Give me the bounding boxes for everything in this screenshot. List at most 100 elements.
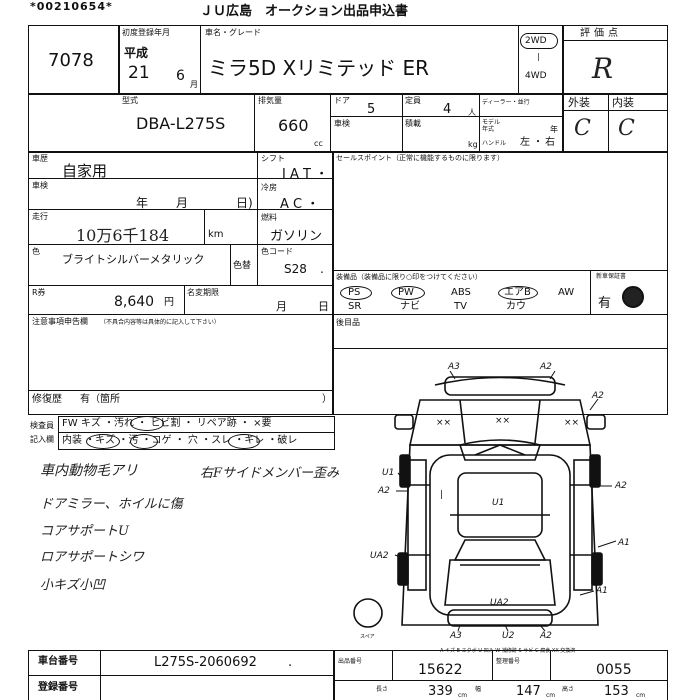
circle-interior-dirt [130,434,158,449]
drive-2wd: 2WD [525,36,547,46]
loading-unit: kg [468,140,478,149]
car-damage-diagram: A3 A2 A2 ×× ×× ×× U1 A2 | U1 A2 UA2 A1 A… [353,362,630,641]
registration-label: 登録番号 [38,682,78,693]
use-type-label: 車歴 [32,154,48,163]
circle-interior-scratch [86,434,120,449]
rear-seat-label: 後目品 [336,318,360,327]
mark-u1-center: U1 [492,498,504,508]
length-value: 339 [428,684,453,699]
inspection-day: 日) [236,196,253,210]
width-unit: cm [546,692,556,699]
equip-aw: AW [558,287,575,298]
mark-xx-center: ×× [495,416,510,426]
mark-a1-right-lower: A1 [595,586,608,596]
evaluation-score: R [592,52,614,85]
notes-label: 注意事項申告欄 [32,317,88,326]
entry-number: 7078 [48,50,94,71]
model-year-unit: 年 [550,125,558,134]
inspector-row2: 内装 ・キズ ・汚 ・コゲ ・ 穴 ・スレ ・キレ ・破レ [62,435,298,446]
color-code-label: 色コード [261,247,293,256]
katashiki-label: 型式 [122,96,138,105]
inspection-month: 月 [176,196,189,210]
mark-xx-right: ×× [564,418,579,428]
equip-airbag: エアB [504,287,531,298]
handle-label: ハンドル [482,140,507,147]
shift-value: I A T ・ [282,167,329,182]
notes-hint: （不具合内容等は具体的に記入して下さい） [100,319,220,326]
mark-a3-front-left: A3 [447,362,460,372]
warranty-check-mark [622,286,644,308]
color-value: ブライトシルバーメタリック [62,253,222,267]
drive-4wd: 4WD [525,71,547,81]
first-registration-month: 6 [176,68,185,84]
capacity-value: 4 [443,102,452,117]
displacement-value: 660 [278,116,309,135]
mileage-unit: km [208,229,224,240]
mileage-value: 10万6千184 [76,226,170,245]
equip-pw-circle [391,286,425,300]
equip-pw: PW [398,287,414,298]
model-name-value: ミラ5D Xリミテッド ER [208,56,430,80]
loading-label: 積載 [405,119,421,128]
circle-stain [130,416,164,431]
inspector-label-1: 検査員 [30,421,54,430]
chassis-value: L275S-2060692 [154,655,257,670]
equip-ps-circle [340,286,372,300]
color-label: 色 [32,247,40,256]
equip-sr: SR [348,301,362,312]
recycle-unit: 円 [164,297,174,308]
exhibit-number-label: 出品番号 [338,658,363,665]
mark-ua2-bottom: UA2 [490,598,509,608]
color-value-text: ブライトシルバーメタリック [62,253,205,266]
width-label: 幅 [475,686,482,693]
note-animal-hair: 車内動物毛アリ [40,463,138,479]
recycle-label: R券 [32,288,46,297]
first-registration-year: 21 [128,63,150,83]
height-unit: cm [636,692,646,699]
first-registration-label: 初度登録年月 [122,28,170,37]
repair-history-label: 修復歴 [32,394,62,405]
equip-airbag-circle [498,286,538,300]
doors-label: ドア [334,96,350,105]
equipment-row2: SR ナビ TV カウ [336,301,586,313]
height-value: 153 [604,684,629,699]
lot-number-label: 整理番号 [496,658,521,665]
form-frame [28,25,668,415]
height-label: 高さ [562,686,575,693]
inspection-year: 年 [136,196,149,210]
equip-ps: PS [348,287,361,298]
circle-interior-rub [228,434,260,449]
interior-label: 内装 [612,96,634,109]
mark-a2-left-side: A2 [377,486,390,496]
spare-label: スペア [360,634,375,640]
handle-right: 右 [545,137,555,148]
mark-a1-right: A1 [617,538,630,548]
drive-2wd-circle [520,33,558,49]
mark-a2-front-right: A2 [539,362,552,372]
warranty-value: 有 [598,296,612,311]
owner-exp-label: 名変期限 [187,288,219,297]
equip-cow: カウ [506,301,526,312]
equip-abs: ABS [451,287,471,298]
repair-history-value: 有（箇所 [80,394,120,405]
owner-exp-day: 日 [318,300,329,313]
note-side-member: 右Fサイドメンバー歪み [200,466,340,481]
drive-divider: | [537,52,540,61]
evaluation-label: 評価点 [580,28,622,39]
repair-history-close: ） [322,394,332,405]
note-mirror-wheel: ドアミラー、ホイルに傷 [40,497,183,512]
handle-left: 左 [520,137,530,148]
length-unit: cm [458,692,468,699]
mark-a2-right-side: A2 [614,481,627,491]
equipment-row1: PS PW ABS エアB AW [336,286,586,300]
first-registration-era: 平成 [124,46,149,60]
chassis-dot: . [288,655,293,670]
displacement-unit: cc [314,139,323,148]
fuel-label: 燃料 [261,213,277,222]
mark-ua2-left: UA2 [370,551,389,561]
mark-xx-left: ×× [436,418,451,428]
note-small-dent: 小キズ小凹 [40,578,106,593]
color-code-dot: . [320,262,324,276]
wheel-label: 車検 [334,119,350,128]
exterior-score: C [574,116,591,141]
